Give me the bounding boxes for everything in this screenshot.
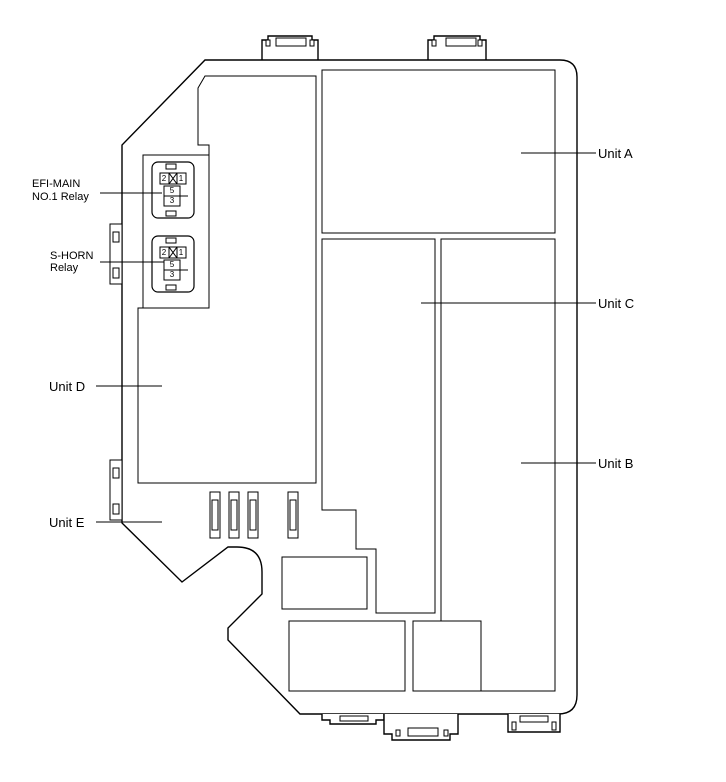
lower-box-1: [281, 556, 368, 610]
horn-pin-3: 3: [169, 270, 175, 279]
label-unit-e: Unit E: [49, 515, 85, 530]
unit-b-area: [440, 238, 556, 692]
unit-a-area: [321, 69, 556, 234]
efi-pin-2: 2: [161, 174, 167, 183]
top-connector-left: [261, 35, 319, 60]
bottom-connector-left: [321, 714, 385, 725]
efi-pin-1: 1: [178, 174, 184, 183]
lower-box-3: [412, 620, 482, 692]
label-efi-main-line2: NO.1 Relay: [32, 191, 89, 203]
label-unit-d: Unit D: [49, 379, 86, 394]
left-side-clips: [109, 223, 123, 521]
label-unit-c: Unit C: [598, 296, 635, 311]
efi-pin-3: 3: [169, 196, 175, 205]
horn-pin-5: 5: [169, 260, 175, 269]
horn-pin-2: 2: [161, 248, 167, 257]
horn-pin-1: 1: [178, 248, 184, 257]
unit-c-area: [321, 238, 436, 614]
bottom-connector-right: [507, 714, 561, 733]
label-s-horn-line1: S-HORN: [50, 250, 94, 262]
s-horn-relay-symbol: [151, 235, 195, 293]
label-unit-b: Unit B: [598, 456, 634, 471]
label-unit-a: Unit A: [598, 146, 633, 161]
efi-main-relay-symbol: [151, 161, 195, 219]
label-s-horn-line2: Relay: [50, 262, 79, 274]
bottom-connector-middle: [383, 714, 459, 741]
top-connector-right: [427, 35, 487, 60]
lower-box-2: [288, 620, 406, 692]
unit-e-fuses: [209, 491, 299, 539]
efi-pin-5: 5: [169, 186, 175, 195]
label-efi-main-line1: EFI-MAIN: [32, 178, 81, 190]
